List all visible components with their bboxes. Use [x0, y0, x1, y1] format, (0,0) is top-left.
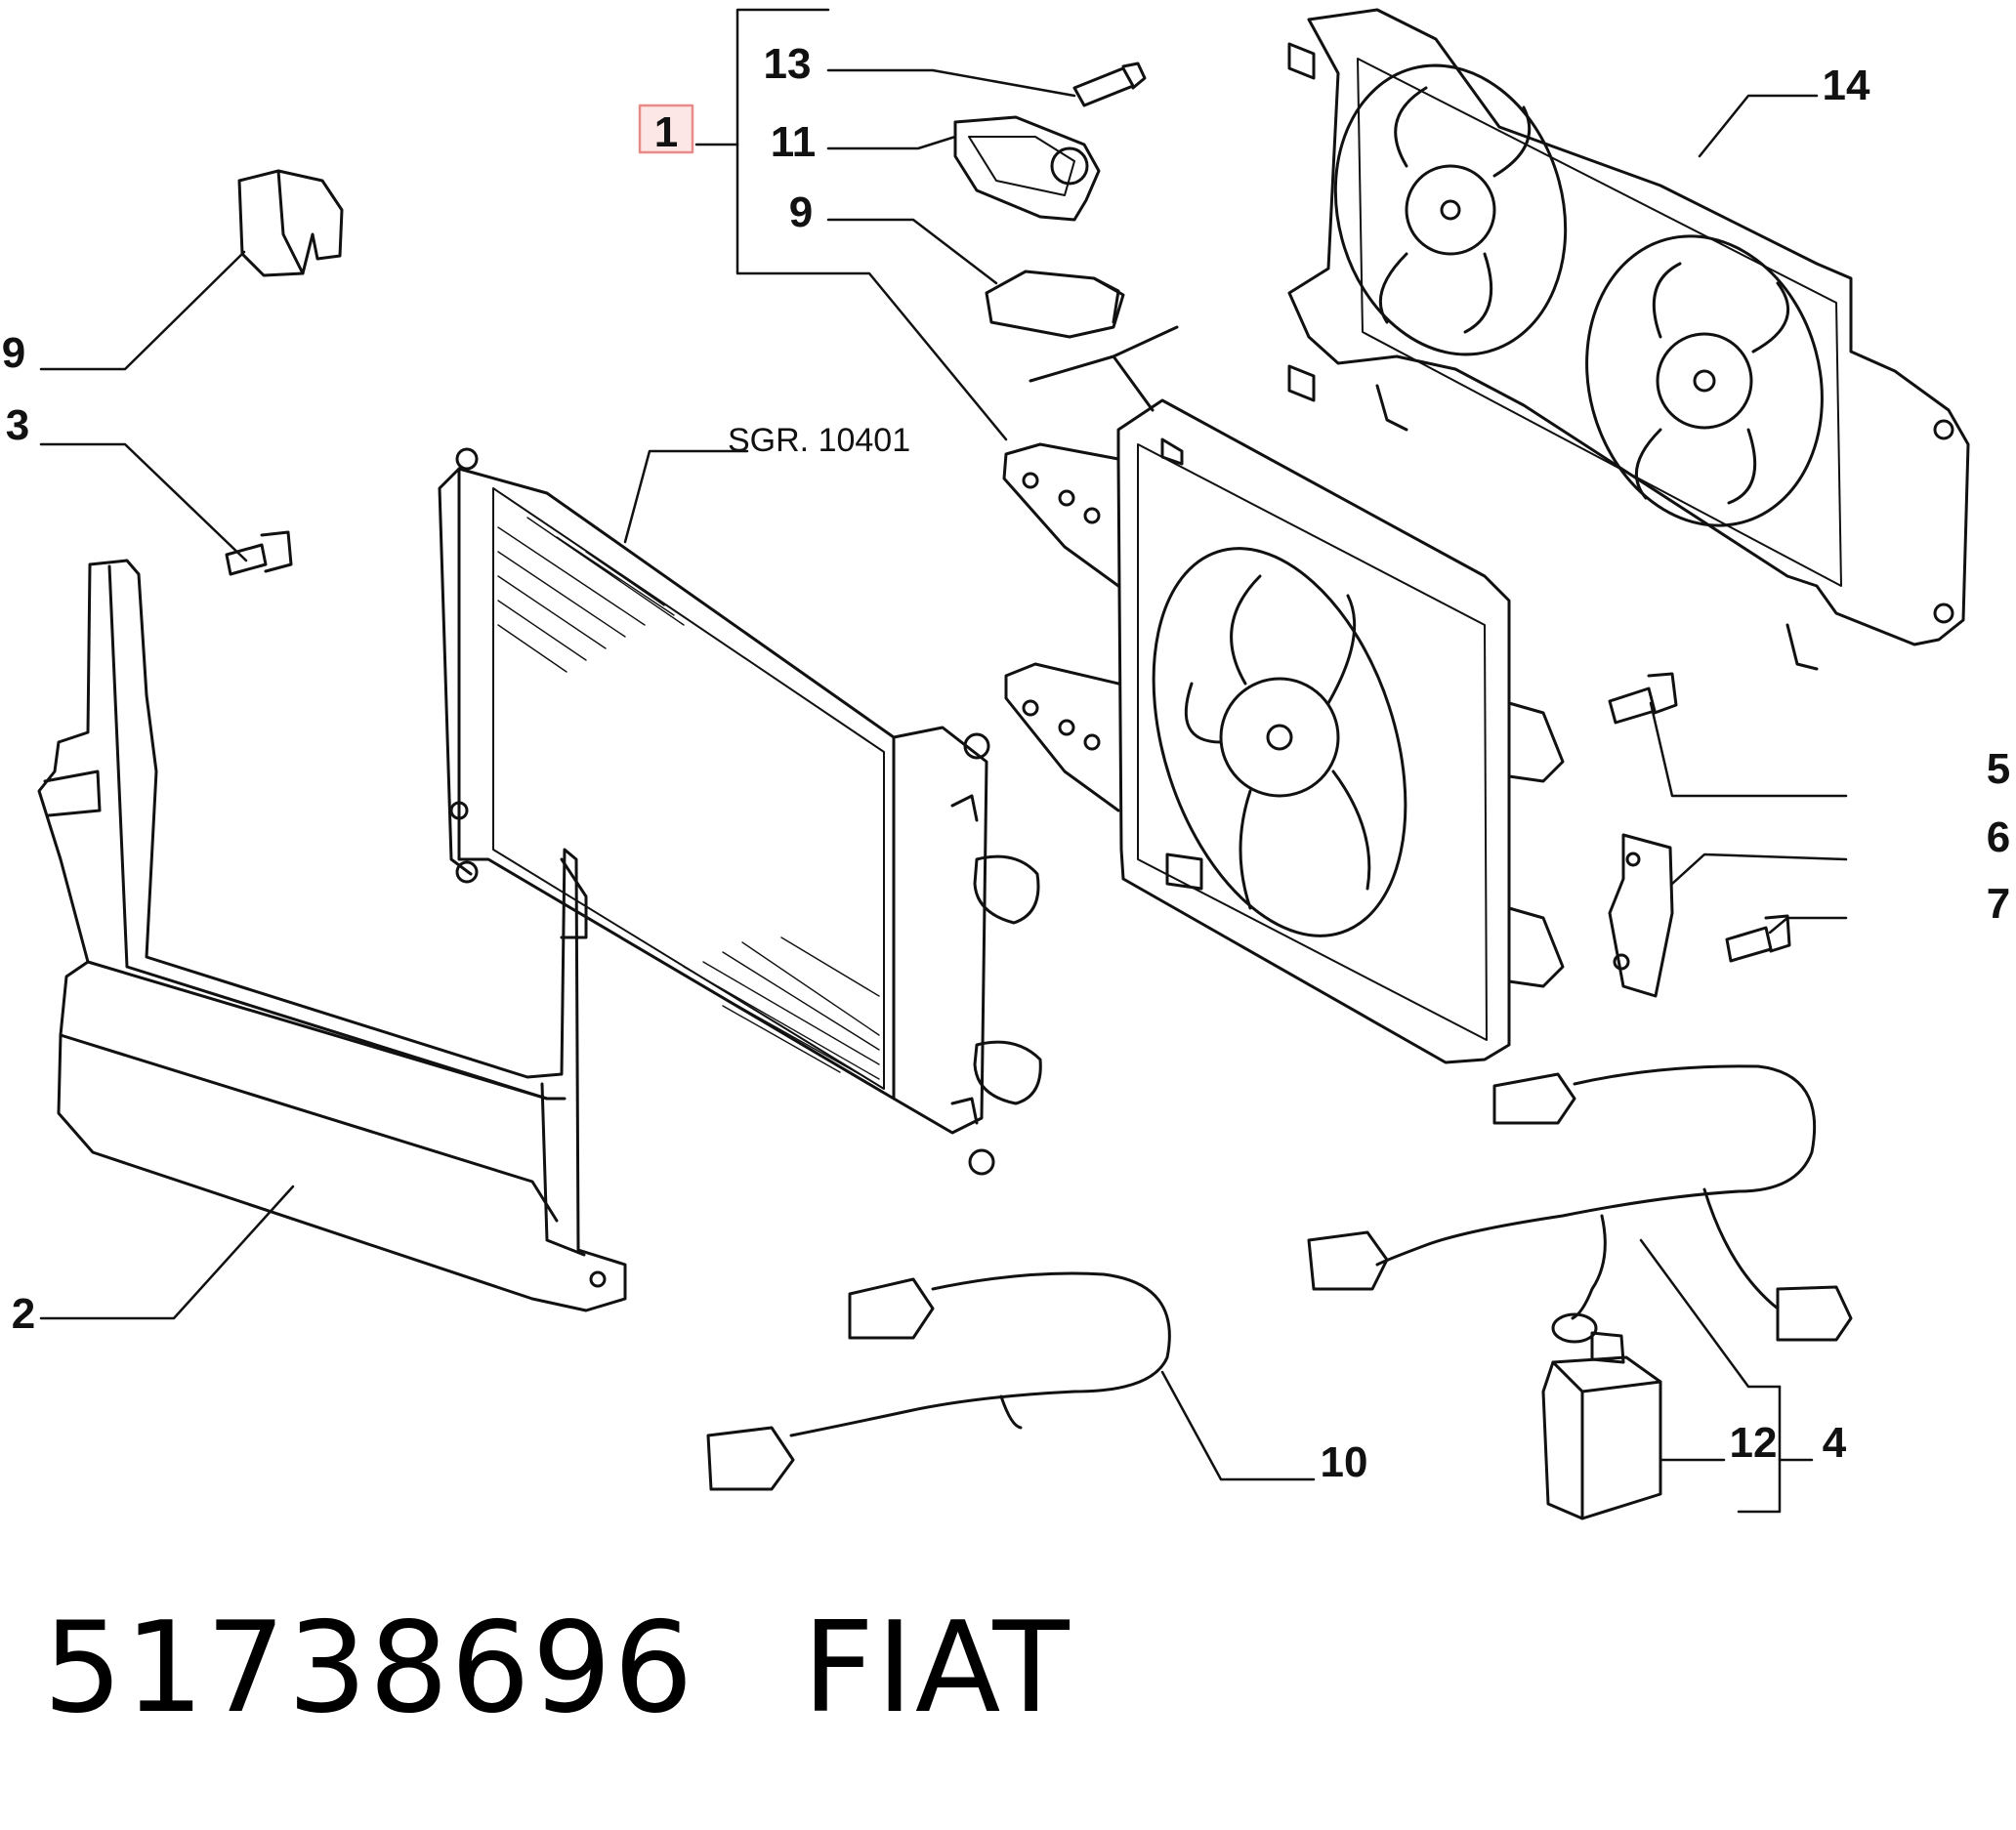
callout-10[interactable]: 10 — [1321, 1438, 1368, 1486]
wiring-harness-part-10 — [706, 1271, 1171, 1491]
reference-label: SGR. 10401 — [728, 422, 910, 459]
callout-7[interactable]: 7 — [1987, 880, 2010, 928]
relay-part-12 — [1541, 1331, 1662, 1520]
connector-part-9 — [985, 270, 1125, 339]
callout-11[interactable]: 11 — [771, 118, 817, 166]
callout-4[interactable]: 4 — [1823, 1419, 1847, 1467]
highlight-box-1 — [638, 104, 694, 154]
callout-6[interactable]: 6 — [1987, 813, 2010, 861]
twin-fan-assembly-part — [1287, 8, 1970, 671]
callout-12[interactable]: 12 — [1730, 1419, 1778, 1467]
callout-2[interactable]: 2 — [12, 1290, 35, 1338]
radiator-part — [438, 447, 1042, 1176]
callout-14[interactable]: 14 — [1823, 62, 1870, 109]
brand-name: FIAT — [802, 1596, 1071, 1741]
wiring-harness-part-4 — [1307, 1064, 1853, 1344]
leader-lines — [39, 8, 1848, 1514]
callout-13[interactable]: 13 — [764, 40, 812, 88]
callout-1[interactable]: 1 — [654, 108, 678, 156]
callout-3[interactable]: 3 — [6, 401, 29, 449]
clip-part-9 — [237, 169, 344, 277]
screw-part-13 — [1072, 62, 1147, 107]
single-fan-assembly — [1002, 325, 1565, 1064]
bolt-part-5 — [1608, 672, 1678, 725]
bolt-part-7 — [1725, 914, 1791, 963]
callout-9-left[interactable]: 9 — [2, 329, 25, 377]
part-number: 51738696 — [43, 1596, 695, 1741]
callout-5[interactable]: 5 — [1987, 745, 2010, 793]
resistor-module-part — [953, 115, 1101, 222]
bolt-part-3 — [225, 530, 293, 576]
bracket-part-6 — [1608, 833, 1674, 998]
shroud-frame-part — [37, 559, 627, 1312]
callout-9-upper[interactable]: 9 — [789, 188, 813, 236]
